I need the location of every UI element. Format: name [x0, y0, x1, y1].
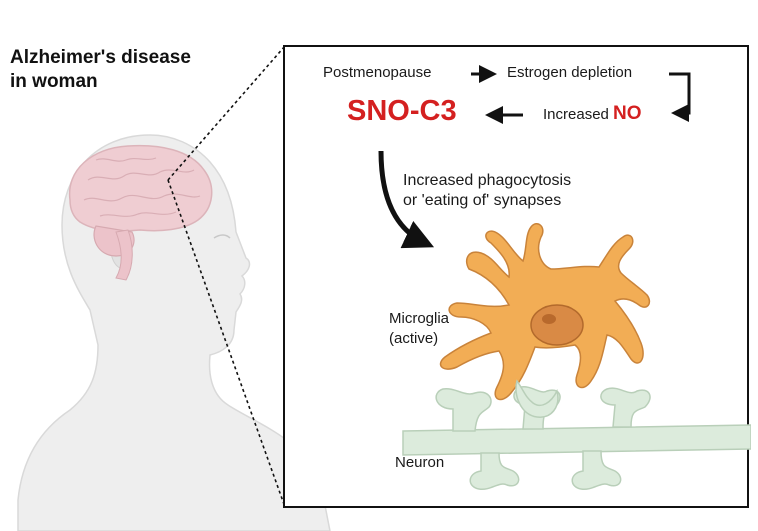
label-sno-c3: SNO-C3	[347, 95, 457, 127]
label-increased-no: Increased NO	[543, 103, 642, 125]
brain-stem	[115, 229, 133, 281]
title-line-1: Alzheimer's disease	[10, 47, 191, 68]
zoom-line-top	[167, 45, 286, 181]
label-estrogen-depletion: Estrogen depletion	[507, 64, 633, 81]
brain-folds	[83, 157, 201, 217]
neuron-illustration	[402, 386, 751, 490]
title-line-2: in woman	[10, 71, 98, 92]
figure-title: Alzheimer's disease in woman	[10, 46, 191, 94]
microglia-nucleolus	[542, 314, 556, 324]
neuron-spine-1	[435, 388, 492, 432]
label-effect-line-1: Increased phagocytosis	[403, 172, 572, 189]
neuron-spine-5	[571, 450, 622, 490]
brain-cerebrum	[68, 144, 213, 232]
label-neuron: Neuron	[395, 454, 445, 471]
arrow-estrogen-to-no	[669, 72, 691, 122]
label-effect-line-2: or 'eating of' synapses	[403, 192, 562, 209]
neuron-axon	[402, 424, 751, 456]
neuron-spine-3	[600, 387, 651, 428]
microglia-cell	[439, 223, 651, 418]
zoom-panel: Postmenopause Estrogen depletion SNO-C3 …	[283, 45, 751, 508]
zoom-line-bottom	[167, 179, 286, 508]
arrow-snoc3-to-microglia	[378, 150, 435, 249]
microglia-phagocytic-cup	[515, 379, 559, 418]
pathway-arrows	[378, 65, 751, 490]
eye-shape	[213, 234, 231, 239]
label-microglia-active: (active)	[389, 330, 439, 347]
label-microglia: Microglia	[389, 310, 450, 327]
label-postmenopause: Postmenopause	[323, 64, 432, 81]
neuron-spine-4	[469, 452, 520, 490]
microglia-nucleus	[530, 304, 584, 346]
label-no: NO	[613, 103, 642, 124]
label-increased: Increased	[543, 106, 609, 123]
